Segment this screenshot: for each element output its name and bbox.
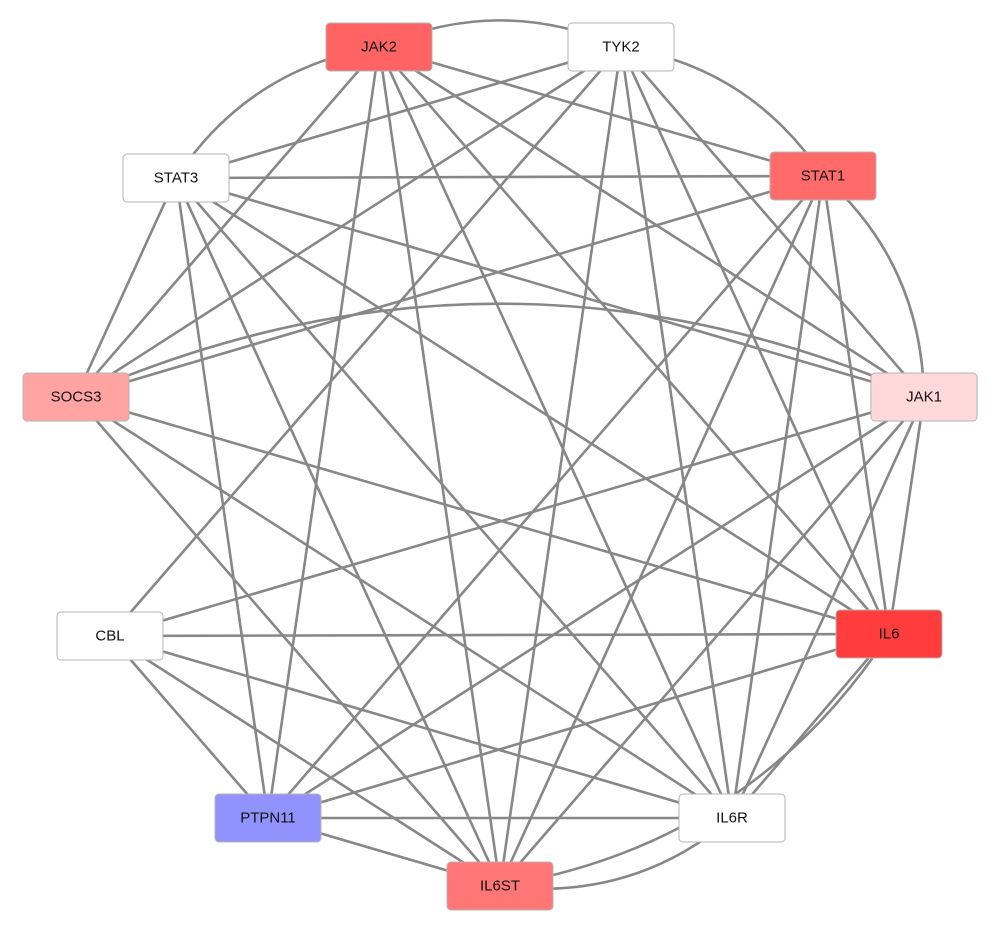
edge-stat1-il6st	[498, 174, 825, 888]
node-tyk2-label: TYK2	[602, 39, 640, 56]
edge-tyk2-socs3	[74, 45, 623, 399]
node-ptpn11[interactable]: PTPN11	[214, 793, 322, 843]
node-stat3-label: STAT3	[154, 170, 198, 187]
edge-stat3-ptpn11	[174, 176, 270, 820]
node-il6st-box	[446, 861, 554, 911]
edge-socs3-il6st	[74, 395, 502, 888]
node-stat1-box	[769, 151, 877, 201]
node-il6-label: IL6	[879, 626, 900, 643]
node-layer: JAK2 TYK2 STAT1 STAT3 SOCS3 JAK1 CBL IL	[22, 22, 978, 911]
node-il6st-label: IL6ST	[480, 878, 520, 895]
edge-stat3-il6r	[174, 176, 734, 820]
edge-il6-il6r	[730, 632, 891, 820]
edge-socs3-il6r	[74, 395, 734, 820]
edge-stat1-socs3	[74, 174, 825, 399]
node-jak1-label: JAK1	[906, 389, 942, 406]
edge-tyk2-stat3	[174, 45, 623, 180]
edge-stat1-ptpn11	[266, 174, 825, 820]
edge-jak2-socs3	[74, 45, 381, 399]
edge-jak2-jak1	[377, 45, 926, 399]
node-stat3-box	[122, 153, 230, 203]
node-jak1[interactable]: JAK1	[870, 372, 978, 422]
edge-cbl-il6r	[108, 634, 734, 820]
edge-tyk2-cbl	[108, 45, 623, 638]
edge-layer	[74, 19, 926, 891]
node-il6r[interactable]: IL6R	[678, 793, 786, 843]
edge-stat1-stat3	[174, 174, 825, 180]
edge-stat3-socs3	[74, 176, 178, 399]
node-il6-box	[835, 609, 943, 659]
node-stat1-label: STAT1	[801, 168, 845, 185]
edge-jak2-ptpn11	[266, 45, 381, 820]
edge-cbl-il6	[108, 632, 891, 638]
edge-tyk2-il6st	[498, 45, 623, 888]
node-il6[interactable]: IL6	[835, 609, 943, 659]
edge-jak1-il6st	[498, 395, 926, 888]
node-il6st[interactable]: IL6ST	[446, 861, 554, 911]
node-stat3[interactable]: STAT3	[122, 153, 230, 203]
edge-jak2-stat1	[377, 45, 825, 178]
edge-cbl-il6st	[108, 634, 502, 888]
node-ptpn11-label: PTPN11	[240, 810, 296, 827]
node-cbl-box	[56, 611, 164, 661]
edge-jak2-il6r	[377, 45, 734, 820]
node-tyk2-box	[567, 22, 675, 72]
node-cbl-label: CBL	[95, 628, 124, 645]
edge-stat3-il6st	[174, 176, 502, 888]
node-socs3-box	[22, 372, 130, 422]
node-il6r-box	[678, 793, 786, 843]
node-socs3-label: SOCS3	[51, 389, 102, 406]
node-jak2[interactable]: JAK2	[325, 22, 433, 72]
edge-jak1-il6	[887, 395, 926, 636]
edge-jak2-il6st	[377, 45, 502, 888]
edge-stat3-jak1	[174, 176, 926, 399]
node-stat1[interactable]: STAT1	[769, 151, 877, 201]
edge-stat3-il6	[174, 176, 891, 636]
node-ptpn11-box	[214, 793, 322, 843]
node-jak2-label: JAK2	[361, 39, 397, 56]
node-socs3[interactable]: SOCS3	[22, 372, 130, 422]
edge-cbl-ptpn11	[108, 634, 270, 820]
node-cbl[interactable]: CBL	[56, 611, 164, 661]
edge-tyk2-jak1	[619, 45, 926, 399]
node-jak1-box	[870, 372, 978, 422]
edge-socs3-jak1	[74, 302, 926, 399]
edge-il6-ptpn11	[266, 632, 891, 820]
edge-stat1-il6	[821, 174, 891, 636]
edge-stat1-il6r	[730, 174, 825, 820]
node-il6r-label: IL6R	[716, 810, 748, 827]
node-tyk2[interactable]: TYK2	[567, 22, 675, 72]
edge-socs3-il6	[74, 395, 891, 636]
edge-jak1-cbl	[108, 395, 926, 638]
edge-jak1-il6r	[730, 395, 926, 820]
node-jak2-box	[325, 22, 433, 72]
edge-tyk2-il6	[619, 45, 891, 636]
edge-jak1-ptpn11	[266, 395, 926, 820]
